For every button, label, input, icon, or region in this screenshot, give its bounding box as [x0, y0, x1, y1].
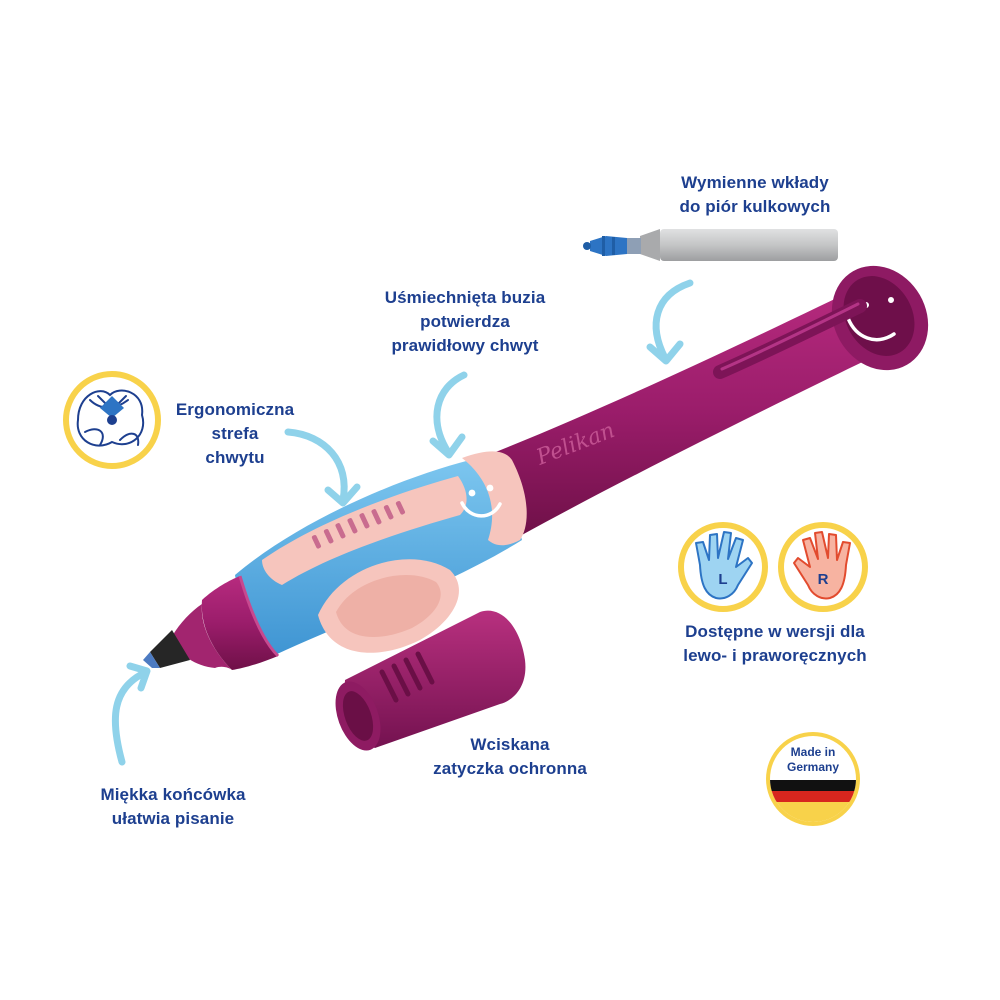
- left-hand-letter: L: [718, 571, 727, 588]
- callout-hands: Dostępne w wersji dla lewo- i praworęczn…: [683, 622, 867, 665]
- hand-icon: [793, 531, 851, 600]
- right-hand-badge: R: [778, 522, 868, 612]
- pen-illustration: Pelikan: [143, 265, 929, 670]
- callout-refills: Wymienne wkłady do piór kulkowych: [679, 173, 831, 216]
- made-in-text: Made in: [791, 745, 836, 759]
- cap-illustration: [335, 610, 526, 751]
- arrow-refill-icon: [652, 279, 694, 362]
- left-hand-badge: L: [678, 522, 768, 612]
- callout-smiley: Uśmiechnięta buzia potwierdza prawidłowy…: [384, 288, 546, 355]
- callout-grip: Ergonomiczna strefa chwytu: [175, 400, 295, 467]
- arrow-grip-icon: [284, 428, 348, 504]
- arrow-tip-icon: [111, 668, 150, 766]
- hand-icon: [695, 531, 753, 600]
- right-hand-letter: R: [818, 571, 829, 588]
- grip-diagram-badge: [63, 371, 161, 469]
- callout-cap: Wciskana zatyczka ochronna: [433, 735, 587, 778]
- refill-illustration: [583, 229, 838, 261]
- germany-text: Germany: [787, 760, 839, 774]
- callout-tip: Miękka końcówka ułatwia pisanie: [100, 785, 246, 828]
- arrow-smiley-icon: [433, 371, 468, 456]
- made-in-germany-badge: Made in Germany: [766, 732, 860, 826]
